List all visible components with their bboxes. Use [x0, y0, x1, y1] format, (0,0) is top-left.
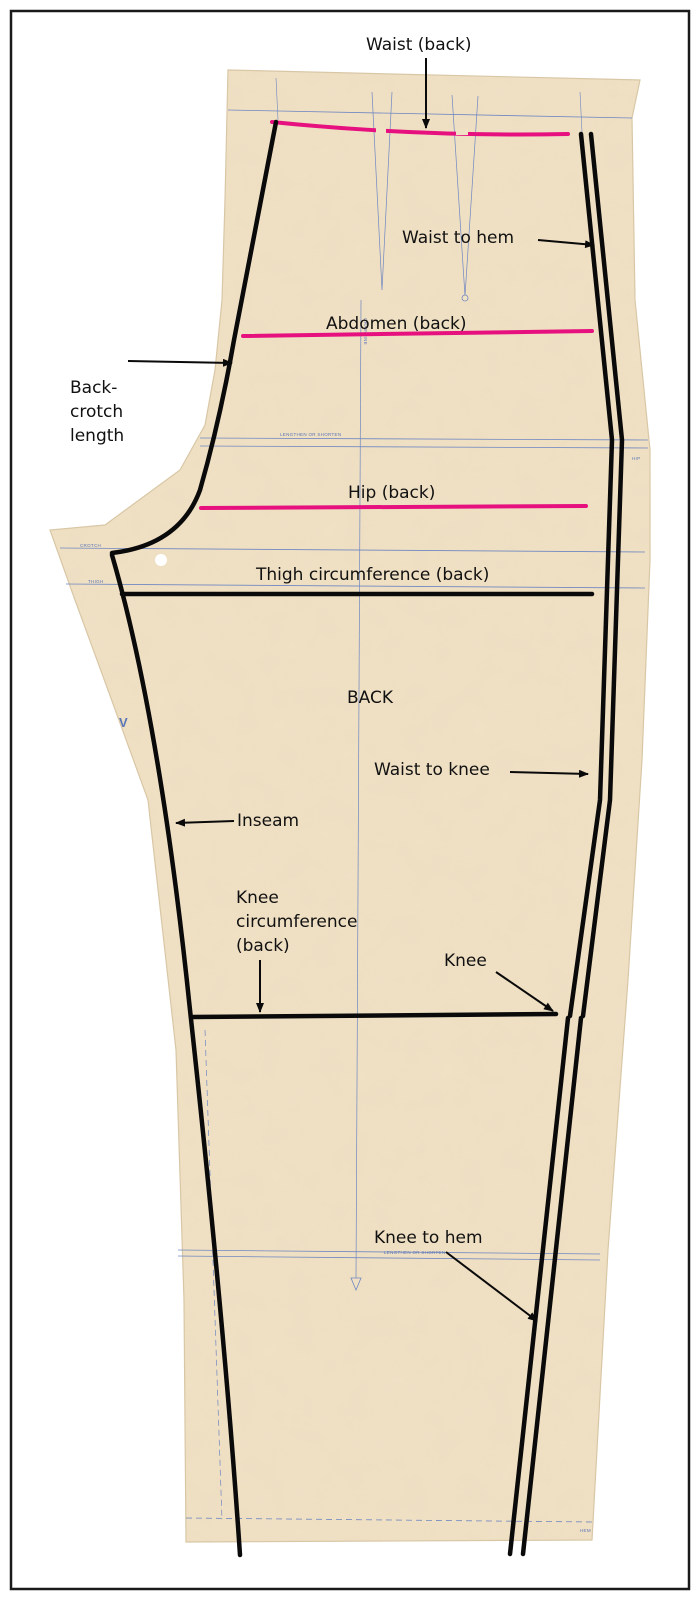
thigh-circumference-label: Thigh circumference (back) — [255, 565, 489, 585]
waist-to-hem-line-upper — [580, 131, 625, 1019]
waist-back-label: Waist (back) — [366, 35, 471, 55]
hip-back-line — [199, 504, 588, 510]
lengthen-shorten-lower-text: LENGTHEN OR SHORTEN — [384, 1250, 445, 1255]
black-measure-lines — [109, 119, 625, 1558]
lengthen-shorten-upper-text: LENGTHEN OR SHORTEN — [280, 432, 341, 437]
knee-circumference-label-line2: circumference — [236, 912, 357, 932]
pink-measure-lines — [199, 120, 594, 510]
back-crotch-label-line3: length — [70, 426, 124, 446]
knee-circumference-label-line3: (back) — [236, 936, 290, 956]
abdomen-back-line — [241, 329, 594, 338]
pattern-print-text: LENGTHEN OR SHORTEN LENGTHEN OR SHORTEN … — [80, 318, 640, 1533]
inseam-label: Inseam — [237, 811, 299, 831]
abdomen-back-label: Abdomen (back) — [326, 314, 466, 334]
hem-print-text: HEM — [580, 1528, 591, 1533]
knee-to-hem-label: Knee to hem — [374, 1228, 483, 1248]
waist-to-hem-line-lower — [520, 1015, 584, 1557]
back-crotch-label-line2: crotch — [70, 402, 123, 422]
knee-label: Knee — [444, 951, 487, 971]
crotch-print-text: CROTCH — [80, 543, 101, 548]
waist-back-line — [270, 120, 570, 137]
knee-circumference-label-line1: Knee — [236, 888, 279, 908]
thigh-print-text: THIGH — [88, 579, 104, 584]
inseam-line — [109, 552, 243, 1558]
waist-to-knee-label: Waist to knee — [374, 760, 490, 780]
knee-to-hem-line — [507, 1015, 571, 1557]
pattern-dot-marker — [155, 554, 167, 566]
hip-print-text: HIP — [632, 456, 640, 461]
grainline-print-text: GRAINLINE — [363, 318, 368, 345]
hip-back-label: Hip (back) — [348, 483, 435, 503]
labels: Waist (back) Waist to hem Abdomen (back)… — [70, 35, 595, 1322]
knee-circumference-line — [190, 1011, 559, 1020]
back-label: BACK — [347, 688, 394, 708]
waist-to-knee-line — [567, 131, 615, 1019]
waist-to-hem-label: Waist to hem — [402, 228, 514, 248]
notch-mark: V — [119, 715, 128, 730]
back-crotch-length-line — [109, 119, 279, 556]
back-crotch-label-line1: Back- — [70, 378, 117, 398]
